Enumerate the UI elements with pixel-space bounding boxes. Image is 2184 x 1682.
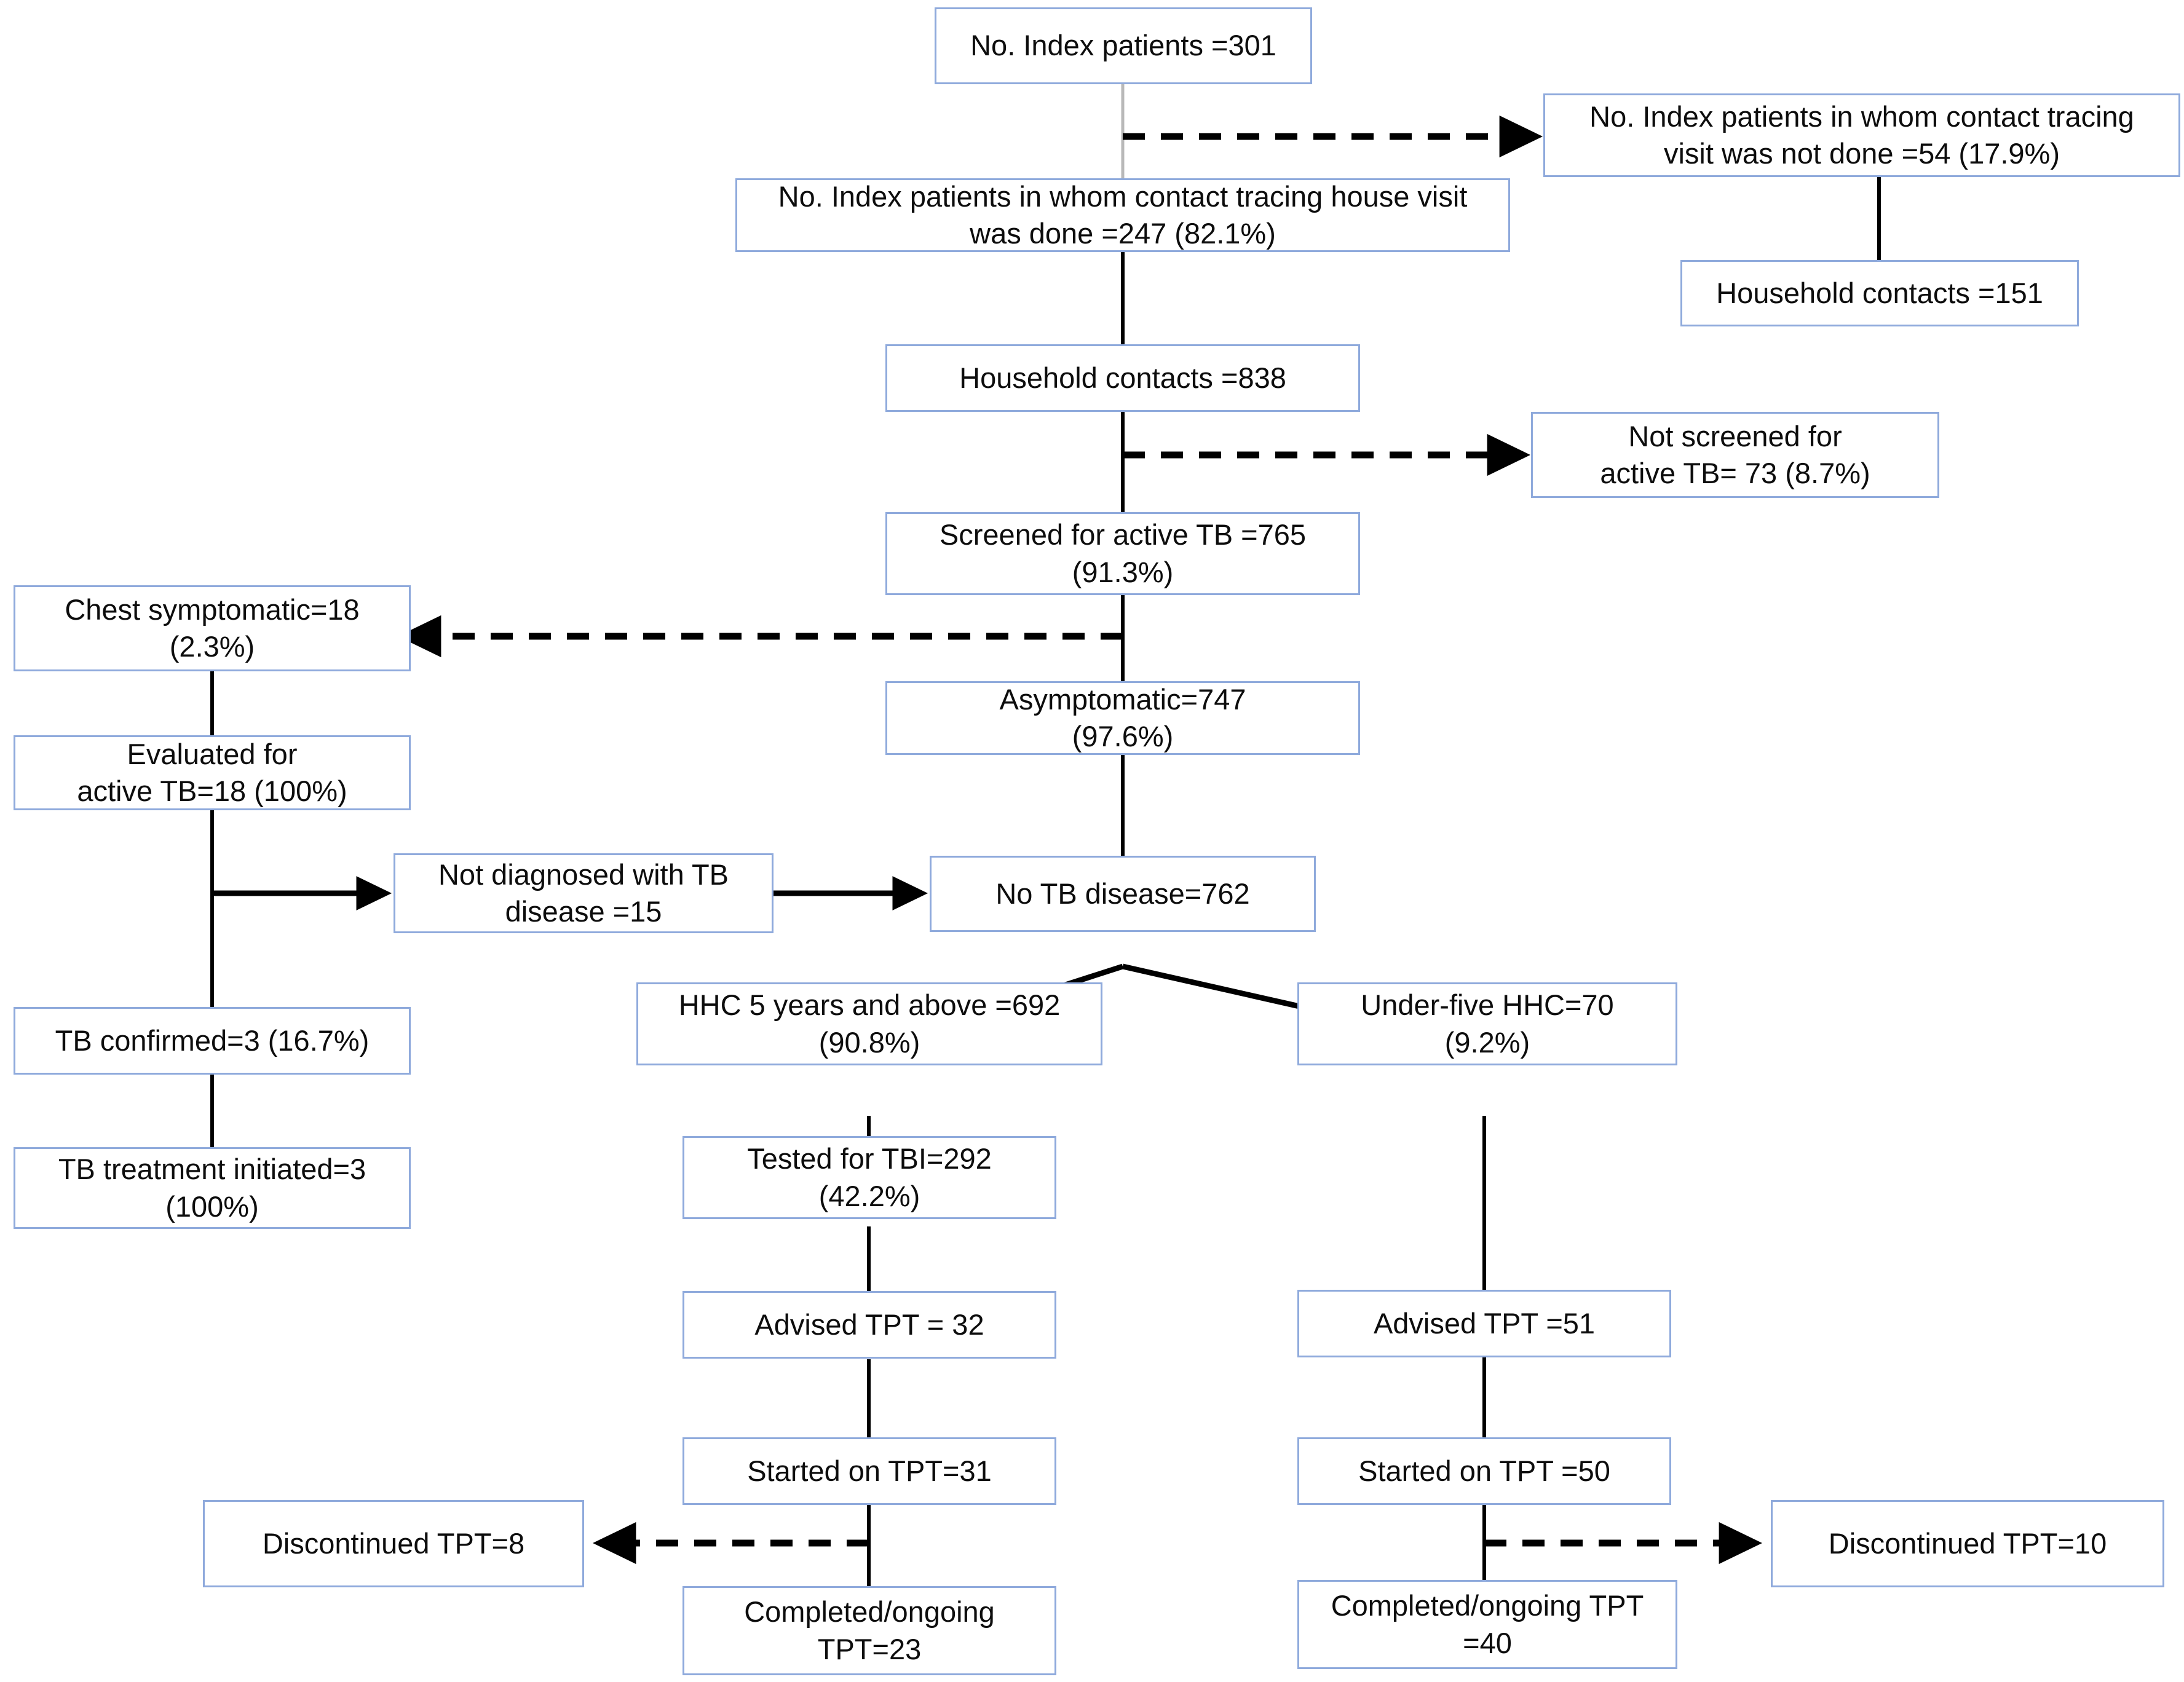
node-tracing-done[interactable]: No. Index patients in whom contact traci… <box>735 178 1510 252</box>
node-not-diagnosed[interactable]: Not diagnosed with TB disease =15 <box>394 853 774 933</box>
node-tb-treatment-initiated[interactable]: TB treatment initiated=3 (100%) <box>14 1147 411 1229</box>
node-completed-tpt-left[interactable]: Completed/ongoing TPT=23 <box>682 1586 1056 1675</box>
node-started-tpt-right[interactable]: Started on TPT =50 <box>1297 1437 1671 1505</box>
node-tested-for-tbi[interactable]: Tested for TBI=292 (42.2%) <box>682 1136 1056 1219</box>
node-advised-tpt-right[interactable]: Advised TPT =51 <box>1297 1290 1671 1357</box>
node-completed-tpt-right[interactable]: Completed/ongoing TPT =40 <box>1297 1580 1677 1669</box>
node-household-contacts[interactable]: Household contacts =838 <box>885 344 1360 412</box>
node-screened[interactable]: Screened for active TB =765 (91.3%) <box>885 512 1360 595</box>
node-asymptomatic[interactable]: Asymptomatic=747 (97.6%) <box>885 681 1360 755</box>
node-discontinued-tpt-right[interactable]: Discontinued TPT=10 <box>1771 1500 2164 1587</box>
node-chest-symptomatic[interactable]: Chest symptomatic=18 (2.3%) <box>14 585 411 671</box>
node-under-five-hhc[interactable]: Under-five HHC=70 (9.2%) <box>1297 982 1677 1065</box>
node-started-tpt-left[interactable]: Started on TPT=31 <box>682 1437 1056 1505</box>
node-household-contacts-not-done[interactable]: Household contacts =151 <box>1680 260 2079 326</box>
node-hhc-5-and-above[interactable]: HHC 5 years and above =692 (90.8%) <box>636 982 1102 1065</box>
node-discontinued-tpt-left[interactable]: Discontinued TPT=8 <box>203 1500 584 1587</box>
node-evaluated-active-tb[interactable]: Evaluated for active TB=18 (100%) <box>14 735 411 810</box>
node-not-screened[interactable]: Not screened for active TB= 73 (8.7%) <box>1531 412 1939 498</box>
node-no-tb-disease[interactable]: No TB disease=762 <box>930 856 1316 932</box>
node-tracing-not-done[interactable]: No. Index patients in whom contact traci… <box>1543 93 2180 177</box>
node-index-patients[interactable]: No. Index patients =301 <box>935 7 1312 84</box>
node-advised-tpt-left[interactable]: Advised TPT = 32 <box>682 1291 1056 1359</box>
node-tb-confirmed[interactable]: TB confirmed=3 (16.7%) <box>14 1007 411 1075</box>
